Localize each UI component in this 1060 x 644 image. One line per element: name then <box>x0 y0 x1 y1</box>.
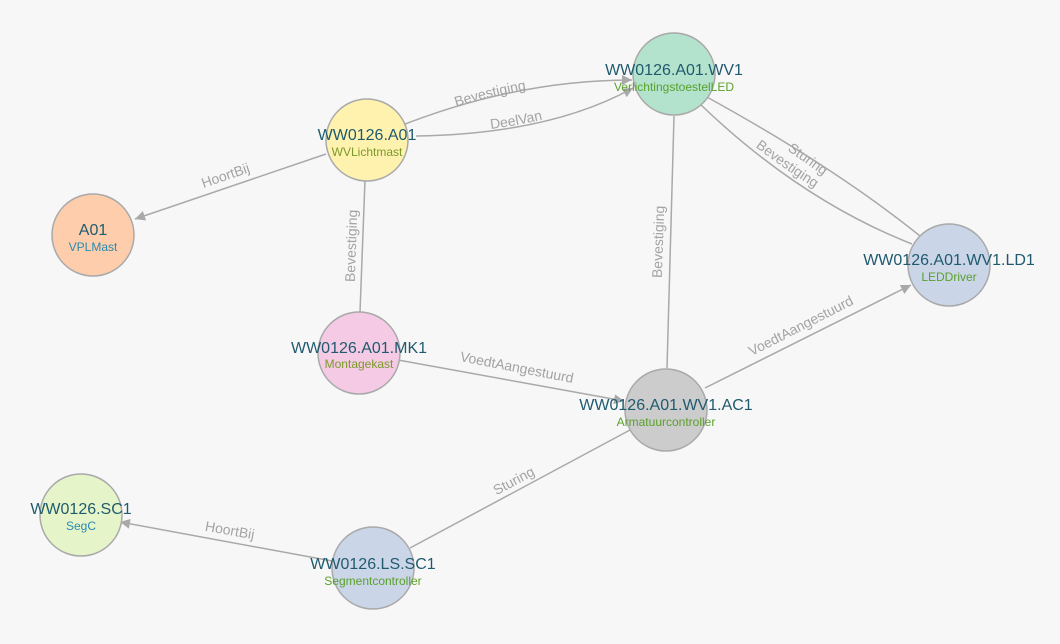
edge-hoortbij-mast-to-a01[interactable] <box>134 153 327 221</box>
edge-bevestiging-mk1-to-mast[interactable] <box>359 179 366 313</box>
edge-deelvan-mast-to-wv1[interactable] <box>415 87 634 137</box>
node-circle[interactable] <box>624 368 708 452</box>
node-a01[interactable]: A01 VPLMast <box>51 193 135 277</box>
edge-bevestiging-ld1-to-wv1[interactable] <box>699 103 913 245</box>
node-ww0126-a01-wv1-ld1[interactable]: WW0126.A01.WV1.LD1 LEDDriver <box>863 223 1035 307</box>
edge-label-hoortbij-a01: HoortBij <box>199 160 251 191</box>
node-id-label: WW0126.SC1 <box>30 501 131 518</box>
edge-label-bevestiging-mk1: Bevestiging <box>342 209 361 282</box>
node-type-label: LEDDriver <box>921 270 976 284</box>
node-id-label: WW0126.A01.MK1 <box>291 340 427 357</box>
edge-voedtaangestuurd-ac1-to-ld1[interactable] <box>704 284 912 389</box>
edge-label-bevestiging-ac1: Bevestiging <box>649 205 668 278</box>
edge-label-deelvan: DeelVan <box>489 107 543 132</box>
node-ww0126-sc1[interactable]: WW0126.SC1 SegC <box>30 473 132 557</box>
node-id-label: WW0126.LS.SC1 <box>310 556 435 573</box>
edge-sturing-lssc-to-ac1[interactable] <box>409 429 631 549</box>
node-ww0126-a01-wv1-ac1[interactable]: WW0126.A01.WV1.AC1 Armatuurcontroller <box>579 368 753 452</box>
edge-label-bevestiging-wv1: Bevestiging <box>452 77 527 110</box>
node-type-label: SegC <box>66 519 96 533</box>
node-ww0126-ls-sc1[interactable]: WW0126.LS.SC1 Segmentcontroller <box>310 526 436 610</box>
node-type-label: Armatuurcontroller <box>617 415 716 429</box>
node-id-label: WW0126.A01.WV1 <box>605 62 743 79</box>
node-ww0126-a01-wv1[interactable]: WW0126.A01.WV1 VerlichtingstoestelLED <box>605 32 743 116</box>
edge-sturing-ld1-to-wv1[interactable] <box>704 95 931 245</box>
node-type-label: Montagekast <box>325 357 394 371</box>
edge-labels: Bevestiging DeelVan Sturing Bevestiging … <box>199 77 855 542</box>
edge-bevestiging-ac1-to-wv1[interactable] <box>666 115 675 369</box>
node-id-label: WW0126.A01.WV1.AC1 <box>579 397 753 414</box>
edge-bevestiging-mast-to-wv1[interactable] <box>375 75 633 137</box>
node-circle[interactable] <box>317 311 401 395</box>
edge-voedtaangestuurd-mk1-to-ac1[interactable] <box>397 359 625 405</box>
node-circle[interactable] <box>325 98 409 182</box>
node-circle[interactable] <box>39 473 123 557</box>
node-circle[interactable] <box>331 526 415 610</box>
node-type-label: VerlichtingstoestelLED <box>614 80 734 94</box>
node-id-label: A01 <box>79 222 108 239</box>
node-type-label: WVLichtmast <box>332 145 403 159</box>
node-circle[interactable] <box>632 32 716 116</box>
node-type-label: Segmentcontroller <box>324 574 421 588</box>
edges <box>119 75 931 562</box>
node-id-label: WW0126.A01.WV1.LD1 <box>863 252 1035 269</box>
edge-label-voedtaangestuurd-ac1: VoedtAangestuurd <box>459 348 575 386</box>
node-ww0126-a01-mk1[interactable]: WW0126.A01.MK1 Montagekast <box>291 311 427 395</box>
node-ww0126-a01[interactable]: WW0126.A01 WVLichtmast <box>318 98 417 182</box>
node-circle[interactable] <box>51 193 135 277</box>
nodes: WW0126.A01.WV1 VerlichtingstoestelLED WW… <box>30 32 1035 610</box>
node-id-label: WW0126.A01 <box>318 127 417 144</box>
node-circle[interactable] <box>907 223 991 307</box>
node-type-label: VPLMast <box>69 240 118 254</box>
edge-label-voedtaangestuurd-ld1: VoedtAangestuurd <box>746 292 856 359</box>
edge-hoortbij-lssc-to-sc1[interactable] <box>119 518 333 562</box>
